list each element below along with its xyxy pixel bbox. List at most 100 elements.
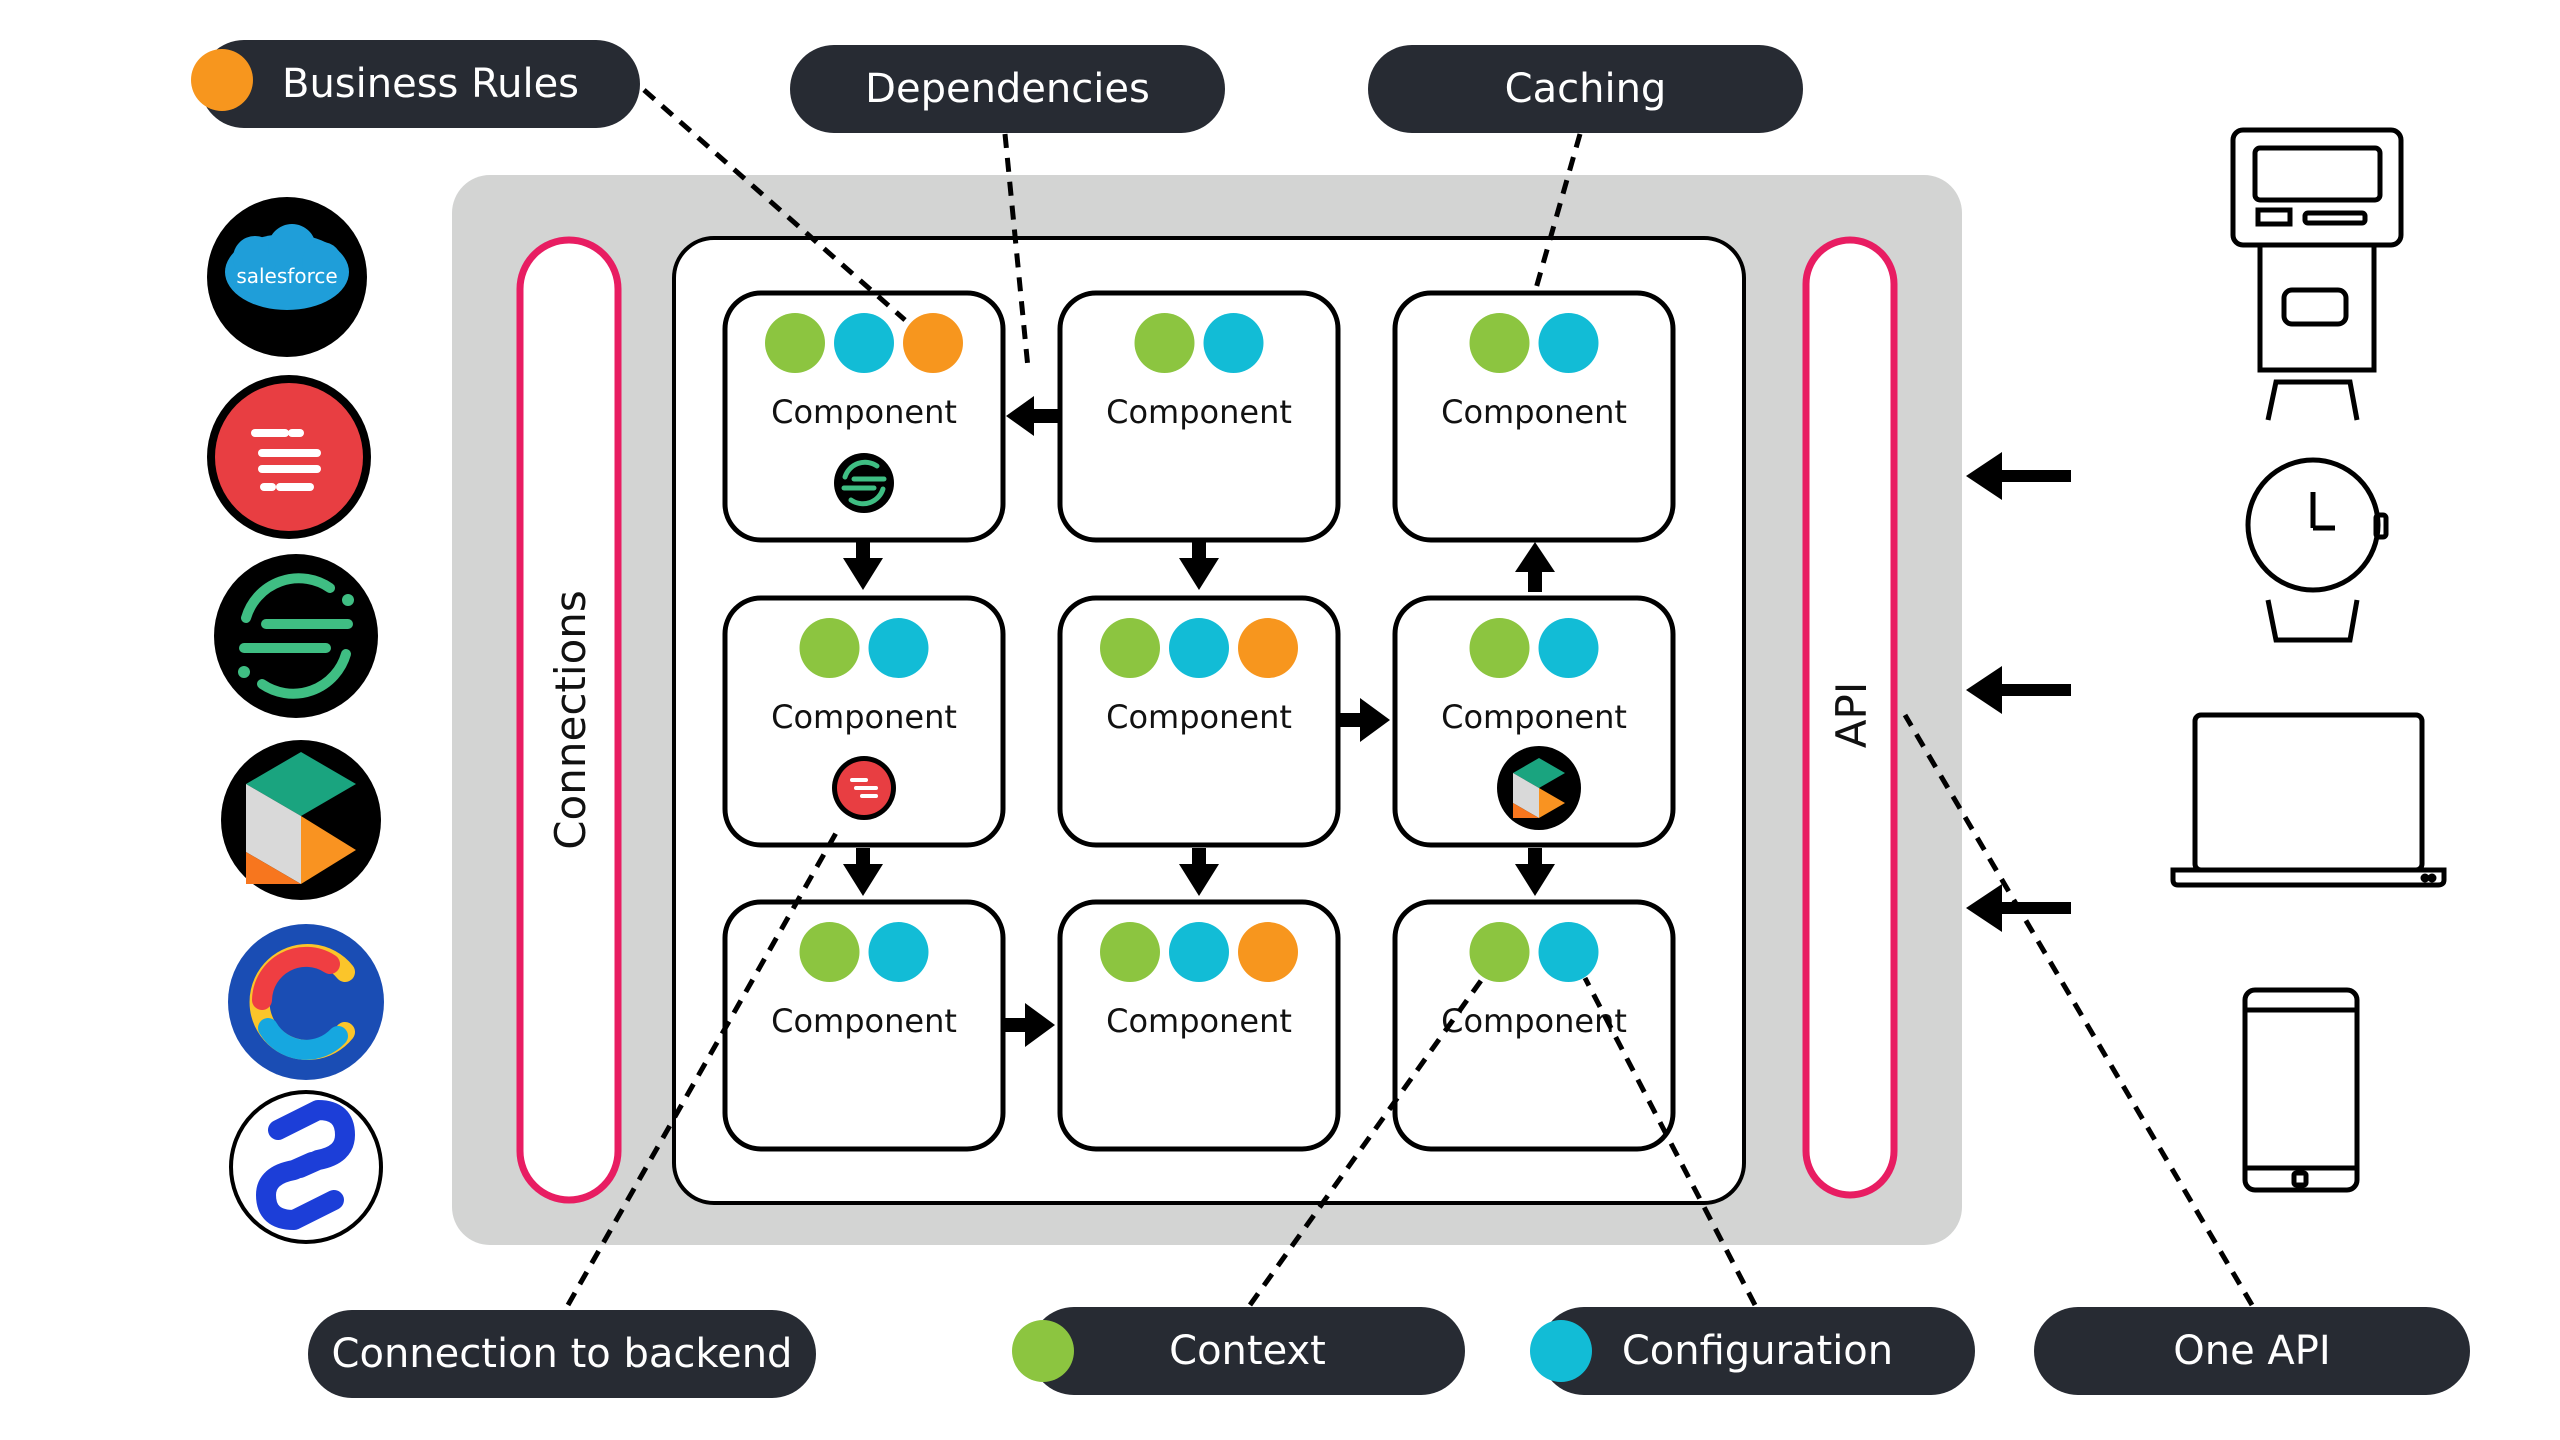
connector-business-rules xyxy=(642,88,907,322)
arrow-right-row2 xyxy=(1340,698,1390,742)
context-dot xyxy=(1469,922,1530,982)
caching-callout: Caching xyxy=(1368,45,1803,133)
contentstack-logo xyxy=(221,740,381,900)
connection-to-backend-label: Connection to backend xyxy=(331,1331,793,1377)
configuration-dot xyxy=(868,618,929,678)
salesforce-logo: salesforce xyxy=(207,197,367,357)
connections-label: Connections xyxy=(546,590,595,850)
connector-caching xyxy=(1532,133,1583,293)
smartphone-icon xyxy=(2242,987,2360,1193)
context-dot xyxy=(1134,313,1195,373)
context-dot xyxy=(765,313,825,373)
configuration-dot xyxy=(1530,1320,1592,1382)
component-box xyxy=(722,595,1006,848)
one-api-label: One API xyxy=(2173,1328,2331,1374)
component-box xyxy=(1392,290,1676,543)
component-card: Component xyxy=(1057,595,1341,848)
arrow-down-col2-a xyxy=(1179,540,1219,590)
contentstack-icon xyxy=(1497,746,1581,830)
salesforce-wordmark: salesforce xyxy=(236,264,337,288)
arrow-down-col1-a xyxy=(843,540,883,590)
redis-icon xyxy=(832,756,896,820)
configuration-dot xyxy=(834,313,894,373)
request-arrow-2 xyxy=(1966,666,2071,714)
connector-dependencies xyxy=(1002,133,1031,369)
configuration-dot xyxy=(1538,618,1599,678)
segment-icon xyxy=(834,453,894,513)
context-dot xyxy=(1012,1320,1074,1382)
connector-one-api xyxy=(1902,713,2255,1307)
component-label: Component xyxy=(1106,698,1292,736)
connector-context xyxy=(1247,973,1488,1307)
connection-to-backend-callout: Connection to backend xyxy=(308,1310,816,1398)
business-rules-callout: Business Rules xyxy=(200,40,640,128)
context-label: Context xyxy=(1169,1328,1326,1374)
context-dot xyxy=(1469,618,1530,678)
context-dot xyxy=(1100,922,1160,982)
configuration-dot xyxy=(1169,618,1229,678)
laptop-icon xyxy=(2170,712,2447,888)
component-box xyxy=(1392,899,1676,1152)
smartwatch-icon xyxy=(2245,379,2389,643)
one-api-callout: One API xyxy=(2034,1307,2470,1395)
business-rules-label: Business Rules xyxy=(282,61,580,107)
arrow-down-col2-b xyxy=(1179,848,1219,896)
configuration-callout: Configuration xyxy=(1540,1307,1975,1395)
business-rule-dot xyxy=(1238,618,1298,678)
connections-rail xyxy=(516,236,622,1204)
connector-configuration xyxy=(1582,976,1758,1307)
kiosk-icon xyxy=(2230,127,2404,373)
context-callout: Context xyxy=(1030,1307,1465,1395)
component-label: Component xyxy=(771,698,957,736)
redis-logo xyxy=(207,375,371,539)
configuration-label: Configuration xyxy=(1621,1328,1894,1374)
component-label: Component xyxy=(1106,393,1292,431)
component-box xyxy=(1392,595,1676,848)
arrow-up-col3 xyxy=(1515,542,1555,592)
component-label: Component xyxy=(1441,698,1627,736)
api-label: API xyxy=(1827,682,1876,748)
configuration-dot xyxy=(1169,922,1229,982)
context-dot xyxy=(1100,618,1160,678)
component-label: Component xyxy=(1106,1002,1292,1040)
configuration-dot xyxy=(1203,313,1264,373)
segment-logo xyxy=(214,554,378,718)
connector-backend xyxy=(565,824,843,1307)
business-rule-dot xyxy=(1238,922,1298,982)
component-label: Component xyxy=(771,393,957,431)
request-arrow-1 xyxy=(1966,452,2071,500)
context-dot xyxy=(799,922,860,982)
api-rail xyxy=(1802,236,1898,1199)
business-rule-dot xyxy=(903,313,963,373)
dependencies-callout: Dependencies xyxy=(790,45,1225,133)
component-card: Component xyxy=(722,290,1006,543)
configuration-dot xyxy=(1538,922,1599,982)
incoming-request-arrows xyxy=(1966,452,2071,932)
component-card: Component xyxy=(722,595,1006,848)
component-label: Component xyxy=(1441,1002,1627,1040)
component-card: Component xyxy=(722,899,1006,1152)
arrow-right-row3 xyxy=(1005,1003,1055,1047)
context-dot xyxy=(1469,313,1530,373)
dependencies-label: Dependencies xyxy=(865,66,1150,112)
component-card: Component xyxy=(1057,899,1341,1152)
context-dot xyxy=(799,618,860,678)
contentful-logo xyxy=(228,924,384,1080)
component-card: Component xyxy=(1057,290,1341,543)
callout-connectors xyxy=(565,88,2255,1307)
arrow-down-col1-b xyxy=(843,848,883,896)
component-card: Component xyxy=(1392,290,1676,543)
devices xyxy=(2170,127,2447,1193)
arrow-left-row1 xyxy=(1006,396,1058,436)
flow-arrows xyxy=(843,396,1555,1047)
backend-logos: salesforce xyxy=(207,197,384,1244)
component-label: Component xyxy=(1441,393,1627,431)
arrow-down-col3 xyxy=(1515,848,1555,896)
component-card: Component xyxy=(1392,899,1676,1152)
business-rules-dot xyxy=(191,49,253,111)
configuration-dot xyxy=(1538,313,1599,373)
configuration-dot xyxy=(868,922,929,982)
caching-label: Caching xyxy=(1504,66,1667,112)
component-card: Component xyxy=(1392,595,1676,848)
